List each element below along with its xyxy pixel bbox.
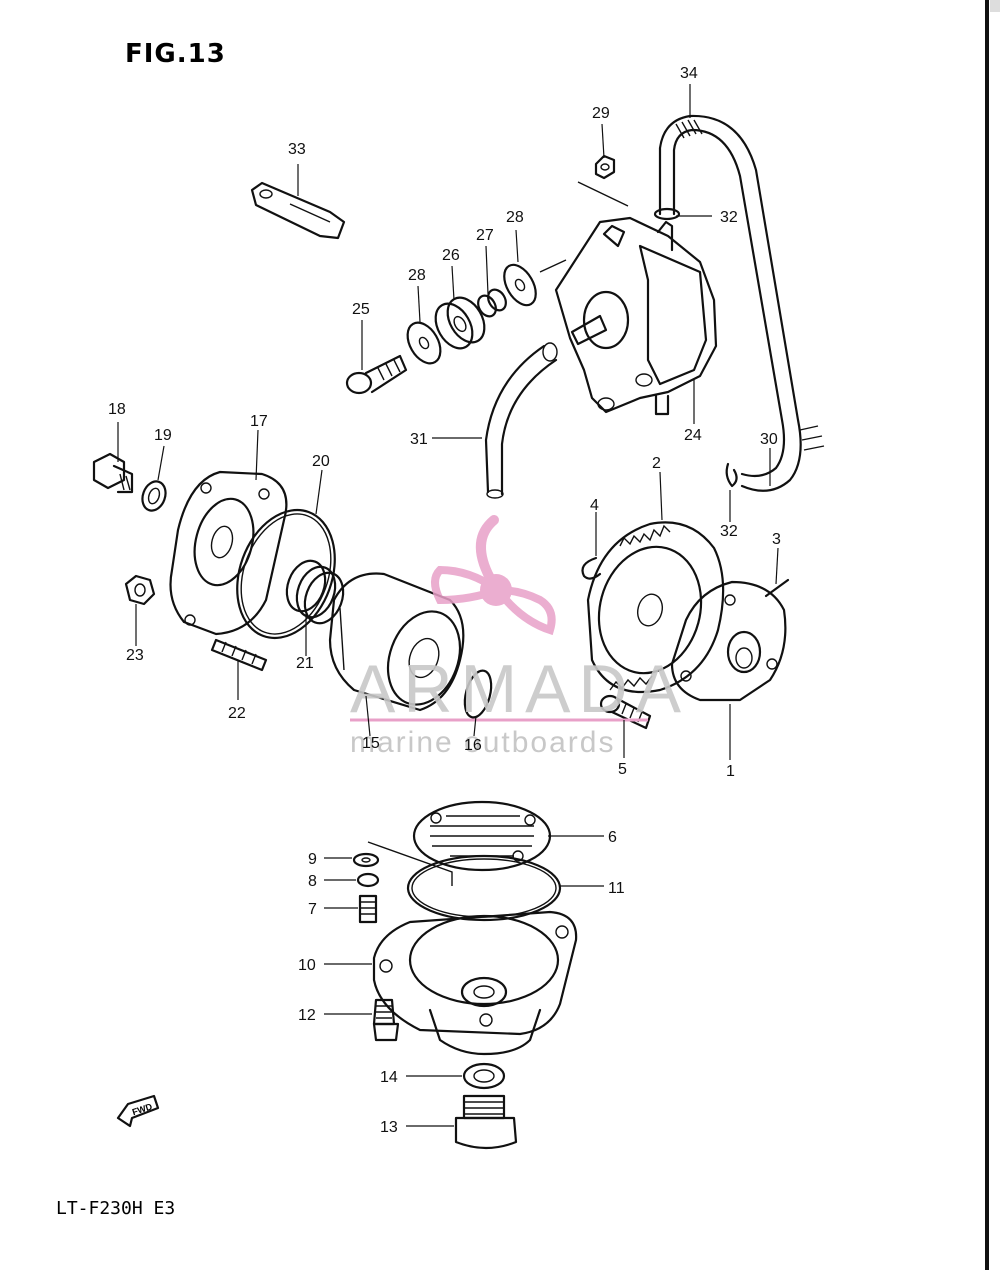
callout-12: 12	[298, 1007, 316, 1024]
part-12-bolt	[372, 998, 400, 1042]
part-18-bolt	[92, 452, 134, 494]
part-8-lockwasher	[356, 872, 380, 888]
callout-4: 4	[590, 497, 599, 514]
corner-mark	[990, 0, 1000, 12]
part-32-clip-upper	[653, 207, 681, 221]
part-1-pump-body	[670, 580, 787, 702]
callout-16: 16	[464, 737, 482, 754]
part-19-washer	[141, 480, 167, 512]
part-29-nut	[594, 154, 616, 180]
callout-numbers: 33 34 29 32 28 27 26 28 25 24 31 30 18 1…	[108, 65, 781, 1136]
part-34-hose	[658, 114, 825, 492]
part-11-oring	[406, 854, 562, 922]
callout-26: 26	[442, 247, 460, 264]
callout-25: 25	[352, 301, 370, 318]
part-15-oil-filter	[328, 572, 465, 712]
callout-20: 20	[312, 453, 330, 470]
callout-14: 14	[380, 1069, 398, 1086]
part-10-oil-pan	[372, 910, 578, 1056]
page-border	[985, 0, 989, 1270]
watermark-logo	[431, 515, 556, 636]
callout-9: 9	[308, 851, 317, 868]
callout-18: 18	[108, 401, 126, 418]
callout-8: 8	[308, 873, 317, 890]
callout-11: 11	[608, 880, 625, 897]
callout-22: 22	[228, 705, 246, 722]
part-6-screen	[412, 800, 552, 872]
figure-title: FIG.13	[125, 39, 226, 69]
model-code: LT-F230H E3	[56, 1198, 175, 1219]
watermark-tagline: marine outboards	[350, 726, 615, 759]
part-22-stud	[210, 638, 268, 672]
callout-3: 3	[772, 531, 781, 548]
callout-24: 24	[684, 427, 702, 444]
part-17-cover	[169, 470, 288, 636]
part-32-clip-lower	[725, 462, 738, 488]
callout-10: 10	[298, 957, 316, 974]
callout-6: 6	[608, 829, 617, 846]
callout-31: 31	[410, 431, 428, 448]
part-26-spacer	[434, 296, 486, 350]
callout-23: 23	[126, 647, 144, 664]
part-20-oring	[236, 508, 336, 640]
part-2-gear	[586, 521, 725, 694]
part-33-bracket	[250, 181, 346, 240]
watermark-brand: ARMADA	[350, 651, 689, 727]
part-13-drain-plug	[454, 1094, 518, 1150]
part-27-collar	[477, 288, 507, 318]
part-28-washer-a	[406, 321, 442, 365]
callout-13: 13	[380, 1119, 398, 1136]
callout-1: 1	[726, 763, 735, 780]
fwd-arrow-icon: FWD	[116, 1094, 160, 1128]
callout-32-lower: 32	[720, 523, 738, 540]
callout-17: 17	[250, 413, 268, 430]
part-16-oring	[463, 669, 493, 719]
leader-lines	[117, 84, 779, 1127]
callout-5: 5	[618, 761, 627, 778]
part-24-fuel-pump	[539, 181, 718, 416]
part-7-bolt	[358, 894, 378, 924]
callout-27: 27	[476, 227, 494, 244]
part-25-bolt	[345, 354, 408, 395]
callout-34: 34	[680, 65, 698, 82]
callout-2: 2	[652, 455, 661, 472]
leader-assembly-line	[367, 841, 453, 886]
callout-28-b: 28	[506, 209, 524, 226]
callout-32-upper: 32	[720, 209, 738, 226]
part-31-hose	[484, 342, 558, 499]
callout-7: 7	[308, 901, 317, 918]
part-28-washer-b	[503, 263, 537, 307]
part-14-gasket	[462, 1062, 506, 1090]
callout-30: 30	[760, 431, 778, 448]
part-9-washer	[352, 852, 380, 868]
callout-15: 15	[362, 735, 380, 752]
callout-21: 21	[296, 655, 314, 672]
part-23-nut	[124, 574, 156, 606]
callout-28-a: 28	[408, 267, 426, 284]
callout-19: 19	[154, 427, 172, 444]
callout-33: 33	[288, 141, 306, 158]
part-21-spring	[285, 559, 345, 625]
callout-29: 29	[592, 105, 610, 122]
